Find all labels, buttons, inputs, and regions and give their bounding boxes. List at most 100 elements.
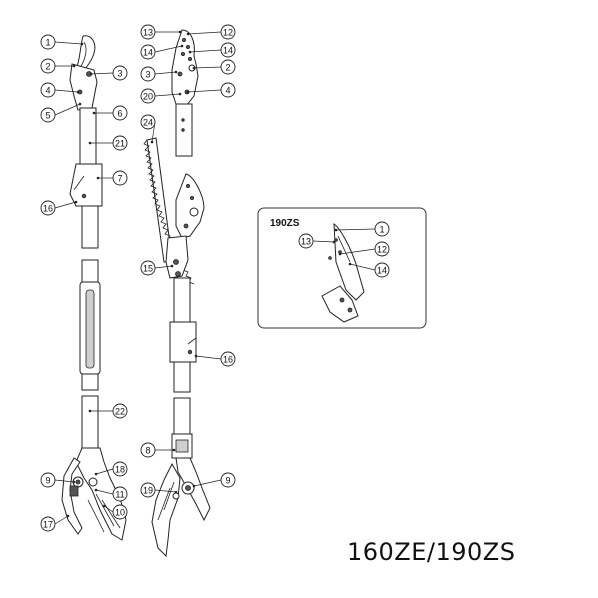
callout-right_tool-6: 20: [140, 88, 182, 104]
callout-number: 19: [143, 486, 153, 496]
leader-line: [154, 45, 183, 53]
callout-number: 16: [223, 355, 233, 365]
callout-number: 4: [45, 86, 50, 96]
callout-number: 2: [45, 62, 50, 72]
leader-line: [95, 489, 114, 495]
callout-circle: [112, 403, 128, 419]
callout-number: 13: [301, 237, 311, 247]
leader-dot: [348, 262, 352, 266]
leader-dot: [96, 176, 100, 180]
callout-number: 6: [117, 109, 122, 119]
leader-line: [339, 248, 376, 255]
callout-circle: [220, 59, 236, 75]
leader-line: [189, 49, 222, 53]
leader-dot: [76, 90, 80, 94]
leader-line: [103, 505, 114, 513]
callout-circle: [140, 66, 156, 82]
leader-dot: [186, 90, 190, 94]
callout-circle: [220, 24, 236, 40]
leader-dot: [192, 66, 196, 70]
leader-line: [193, 66, 222, 69]
callout-circle: [220, 42, 236, 58]
callout-circle: [112, 461, 128, 477]
callout-right_tool-9: 15: [140, 260, 174, 276]
callout-left_tool-3: 4: [40, 82, 80, 98]
callout-circle: [112, 105, 128, 121]
callout-number: 9: [45, 476, 50, 486]
callout-number: 5: [45, 111, 50, 121]
callout-number: 7: [117, 174, 122, 184]
callout-right_tool-2: 14: [140, 44, 184, 60]
leader-dot: [94, 472, 98, 476]
leader-dot: [180, 44, 184, 48]
callout-number: 11: [115, 490, 124, 500]
leader-dot: [332, 240, 336, 244]
leader-dot: [92, 111, 96, 115]
callout-circle: [220, 472, 236, 488]
callout-right_tool-1: 12: [186, 24, 236, 40]
leader-dot: [174, 490, 178, 494]
callout-circle: [40, 472, 56, 488]
callout-left_tool-5: 6: [92, 105, 128, 121]
callout-circle: [220, 82, 236, 98]
leader-dot: [89, 72, 93, 76]
callout-right_tool-8: 24: [140, 114, 156, 144]
callout-number: 8: [145, 446, 150, 456]
callout-circle: [40, 58, 56, 74]
callout-circle: [140, 24, 156, 40]
callout-left_tool-8: 16: [40, 200, 78, 216]
leader-dot: [80, 42, 84, 46]
callout-circle: [140, 442, 156, 458]
callout-right_tool-4: 3: [140, 66, 178, 82]
callout-number: 3: [145, 70, 150, 80]
model-title: 160ZE/190ZS: [347, 538, 516, 566]
callout-circle: [40, 200, 56, 216]
leader-dot: [194, 354, 198, 358]
leader-dot: [72, 480, 76, 484]
callout-left_tool-10: 18: [94, 461, 128, 477]
callout-number: 9: [225, 476, 230, 486]
callout-left_tool-6: 21: [88, 135, 128, 151]
leader-line: [154, 71, 177, 75]
callout-circle: [220, 351, 236, 367]
callout-circle: [374, 262, 390, 278]
leader-dot: [178, 92, 182, 96]
leader-line: [54, 201, 77, 209]
leader-line: [54, 89, 79, 93]
callout-number: 1: [45, 38, 50, 48]
leader-line: [312, 240, 335, 243]
callout-circle: [112, 170, 128, 186]
callout-number: 10: [115, 508, 125, 518]
callout-circle: [40, 82, 56, 98]
callout-left_tool-2: 3: [89, 65, 128, 81]
leader-line: [193, 479, 222, 487]
callout-number: 20: [143, 92, 153, 102]
leader-line: [154, 265, 173, 269]
callout-inset-1: 13: [298, 233, 336, 249]
callout-circle: [40, 34, 56, 50]
callout-number: 3: [117, 69, 122, 79]
callout-number: 15: [143, 264, 153, 274]
leader-dot: [78, 102, 82, 106]
callout-right_tool-10: 16: [194, 351, 236, 367]
leader-line: [54, 515, 69, 525]
leader-dot: [186, 32, 190, 36]
callout-left_tool-9: 22: [88, 403, 128, 419]
callout-circle: [140, 88, 156, 104]
leader-dot: [188, 50, 192, 54]
callout-left_tool-12: 11: [94, 486, 128, 502]
inset-label: 190ZS: [270, 218, 300, 229]
leader-dot: [178, 30, 182, 34]
callout-circle: [112, 135, 128, 151]
callout-circle: [140, 44, 156, 60]
leader-line: [54, 479, 75, 483]
leader-line: [90, 72, 114, 75]
callout-inset-0: 1: [334, 221, 390, 237]
left-tool-drawing: [61, 35, 127, 541]
callout-right_tool-11: 8: [140, 442, 176, 458]
leader-dot: [88, 141, 92, 145]
leader-dot: [338, 252, 342, 256]
callout-right_tool-13: 9: [192, 472, 236, 488]
callout-inset-2: 12: [338, 241, 390, 257]
leader-dot: [66, 514, 70, 518]
